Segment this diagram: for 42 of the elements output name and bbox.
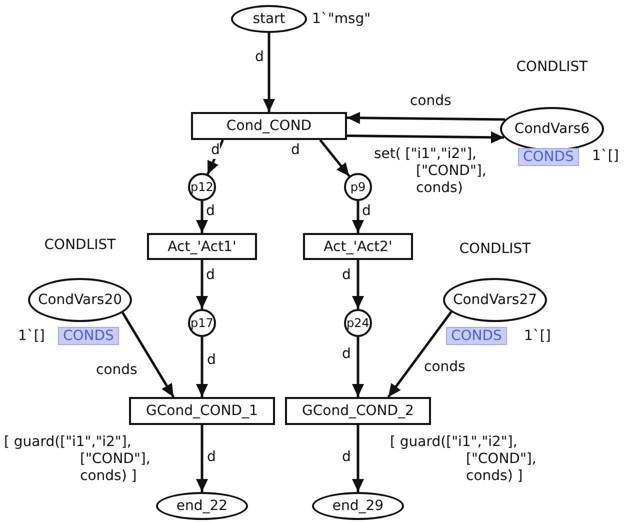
- transition-name: GCond_COND_1: [146, 403, 258, 419]
- arc-arrow: [352, 201, 364, 233]
- initial-marking: 1`[]: [592, 148, 619, 165]
- place-type-tag: CONDS: [446, 327, 507, 345]
- transition-name: Act_'Act2': [324, 238, 392, 254]
- arc-arrow: [196, 201, 208, 233]
- place-name: p17: [190, 316, 214, 330]
- transition-name: Cond_COND: [226, 118, 312, 134]
- arc-arrow: [196, 260, 208, 309]
- arc-arrow: [196, 337, 208, 397]
- arc-arrow: [352, 337, 364, 397]
- place-name: p12: [190, 180, 214, 194]
- initial-marking: 1`[]: [18, 328, 45, 345]
- place-name: end_29: [332, 498, 384, 514]
- place-name: CondVars6: [514, 121, 590, 137]
- place-name: end_22: [176, 498, 228, 514]
- arc-arrow: [346, 112, 506, 124]
- color-set-label: CONDLIST: [515, 59, 589, 75]
- transition-name: Act_'Act1': [168, 238, 236, 254]
- place-type-tag: CONDS: [518, 148, 579, 166]
- transition-name: GCond_COND_2: [302, 403, 414, 419]
- place-type-tag: CONDS: [58, 327, 119, 345]
- place-name: CondVars20: [38, 292, 122, 308]
- place-name: p24: [346, 316, 370, 330]
- arc-arrow: [319, 139, 350, 177]
- place-name: p9: [350, 180, 366, 194]
- arc-arrow: [196, 425, 208, 492]
- arc-arrow: [122, 312, 175, 398]
- color-set-label: CONDLIST: [458, 241, 532, 257]
- arc-arrow: [346, 131, 504, 144]
- arc-arrow: [387, 311, 452, 398]
- arc-arrow: [263, 33, 275, 112]
- guard-expression: [ guard(["i1","i2"], ["COND"], conds) ]: [390, 434, 538, 485]
- guard-expression: [ guard(["i1","i2"], ["COND"], conds) ]: [4, 434, 152, 485]
- place-name: start: [252, 11, 286, 27]
- arc-inscription: d: [211, 142, 220, 159]
- color-set-label: CONDLIST: [43, 237, 117, 253]
- arc-arrow: [352, 260, 364, 309]
- arc-arrow: [352, 425, 364, 492]
- initial-marking: 1`[]: [524, 328, 551, 345]
- place-name: CondVars27: [452, 292, 538, 308]
- initial-marking: 1`"msg": [312, 11, 371, 28]
